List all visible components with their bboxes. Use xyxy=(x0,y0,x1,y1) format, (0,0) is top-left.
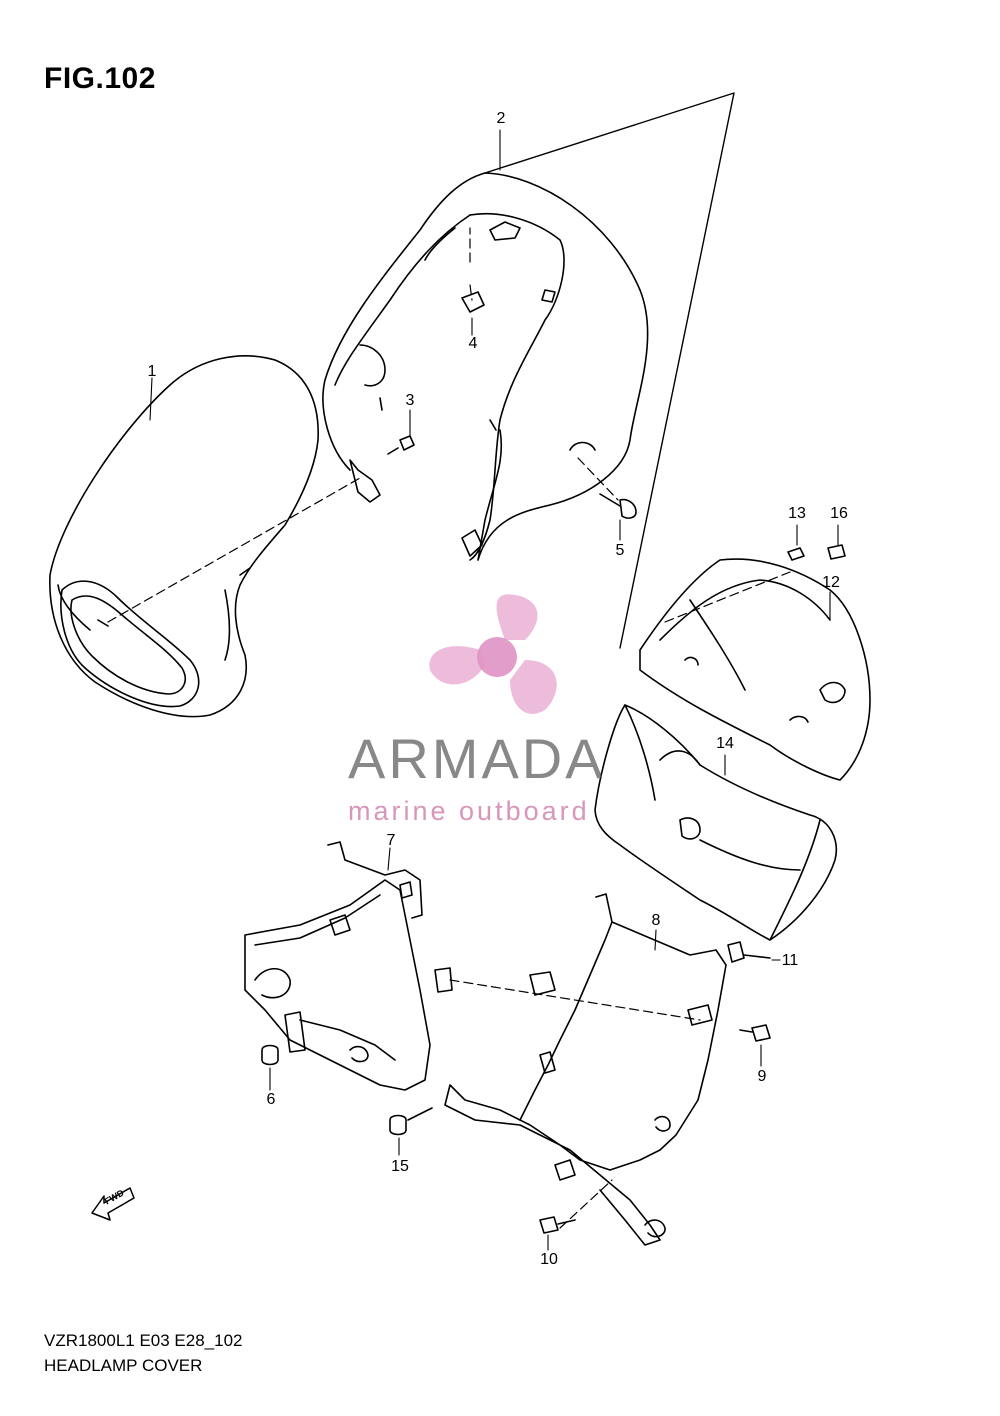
assembly-lines xyxy=(107,227,791,1229)
part-12-inner-cover xyxy=(639,558,871,781)
exploded-view-outline xyxy=(484,92,735,649)
part-15-grommet xyxy=(389,1107,433,1136)
callout-11: 11 xyxy=(781,952,799,969)
part-14-lower-panel xyxy=(594,704,837,941)
part-8-right-bracket xyxy=(444,893,727,1246)
callout-5: 5 xyxy=(615,542,625,559)
figure-title: FIG.102 xyxy=(44,62,156,95)
part-3-screw xyxy=(387,435,415,455)
callout-13: 13 xyxy=(788,505,806,522)
part-10-bolt xyxy=(539,1216,576,1234)
part-5-rivet xyxy=(599,493,637,519)
part-1-headlamp-housing xyxy=(49,355,319,718)
callout-12: 12 xyxy=(822,574,840,591)
callout-6: 6 xyxy=(266,1091,276,1108)
part-6-grommet xyxy=(261,1044,279,1066)
callout-7: 7 xyxy=(386,832,396,849)
part-9-bolt xyxy=(739,1024,771,1042)
part-2-outer-cover xyxy=(322,172,649,561)
part-4-clip xyxy=(461,291,485,313)
callout-14: 14 xyxy=(716,735,734,752)
callout-2: 2 xyxy=(496,110,506,127)
figure-name: HEADLAMP COVER xyxy=(44,1356,203,1375)
leader-lines xyxy=(149,129,839,1251)
figure-code: VZR1800L1 E03 E28_102 xyxy=(44,1331,243,1350)
callout-1: 1 xyxy=(147,363,157,380)
callout-16: 16 xyxy=(830,505,848,522)
callout-3: 3 xyxy=(405,392,415,409)
callout-4: 4 xyxy=(468,335,478,352)
callout-15: 15 xyxy=(391,1158,409,1175)
watermark-brand: ARMADA xyxy=(348,727,606,790)
part-7-left-bracket xyxy=(244,841,453,1091)
part-13-grommet xyxy=(787,547,805,561)
propeller-icon xyxy=(429,594,557,714)
callout-8: 8 xyxy=(651,912,661,929)
fwd-arrow-icon xyxy=(91,1187,135,1221)
part-16-nut xyxy=(827,544,846,560)
part-11-pin xyxy=(727,941,771,963)
watermark-tagline: marine outboard xyxy=(348,796,590,826)
callout-10: 10 xyxy=(540,1251,558,1268)
callout-9: 9 xyxy=(757,1068,767,1085)
